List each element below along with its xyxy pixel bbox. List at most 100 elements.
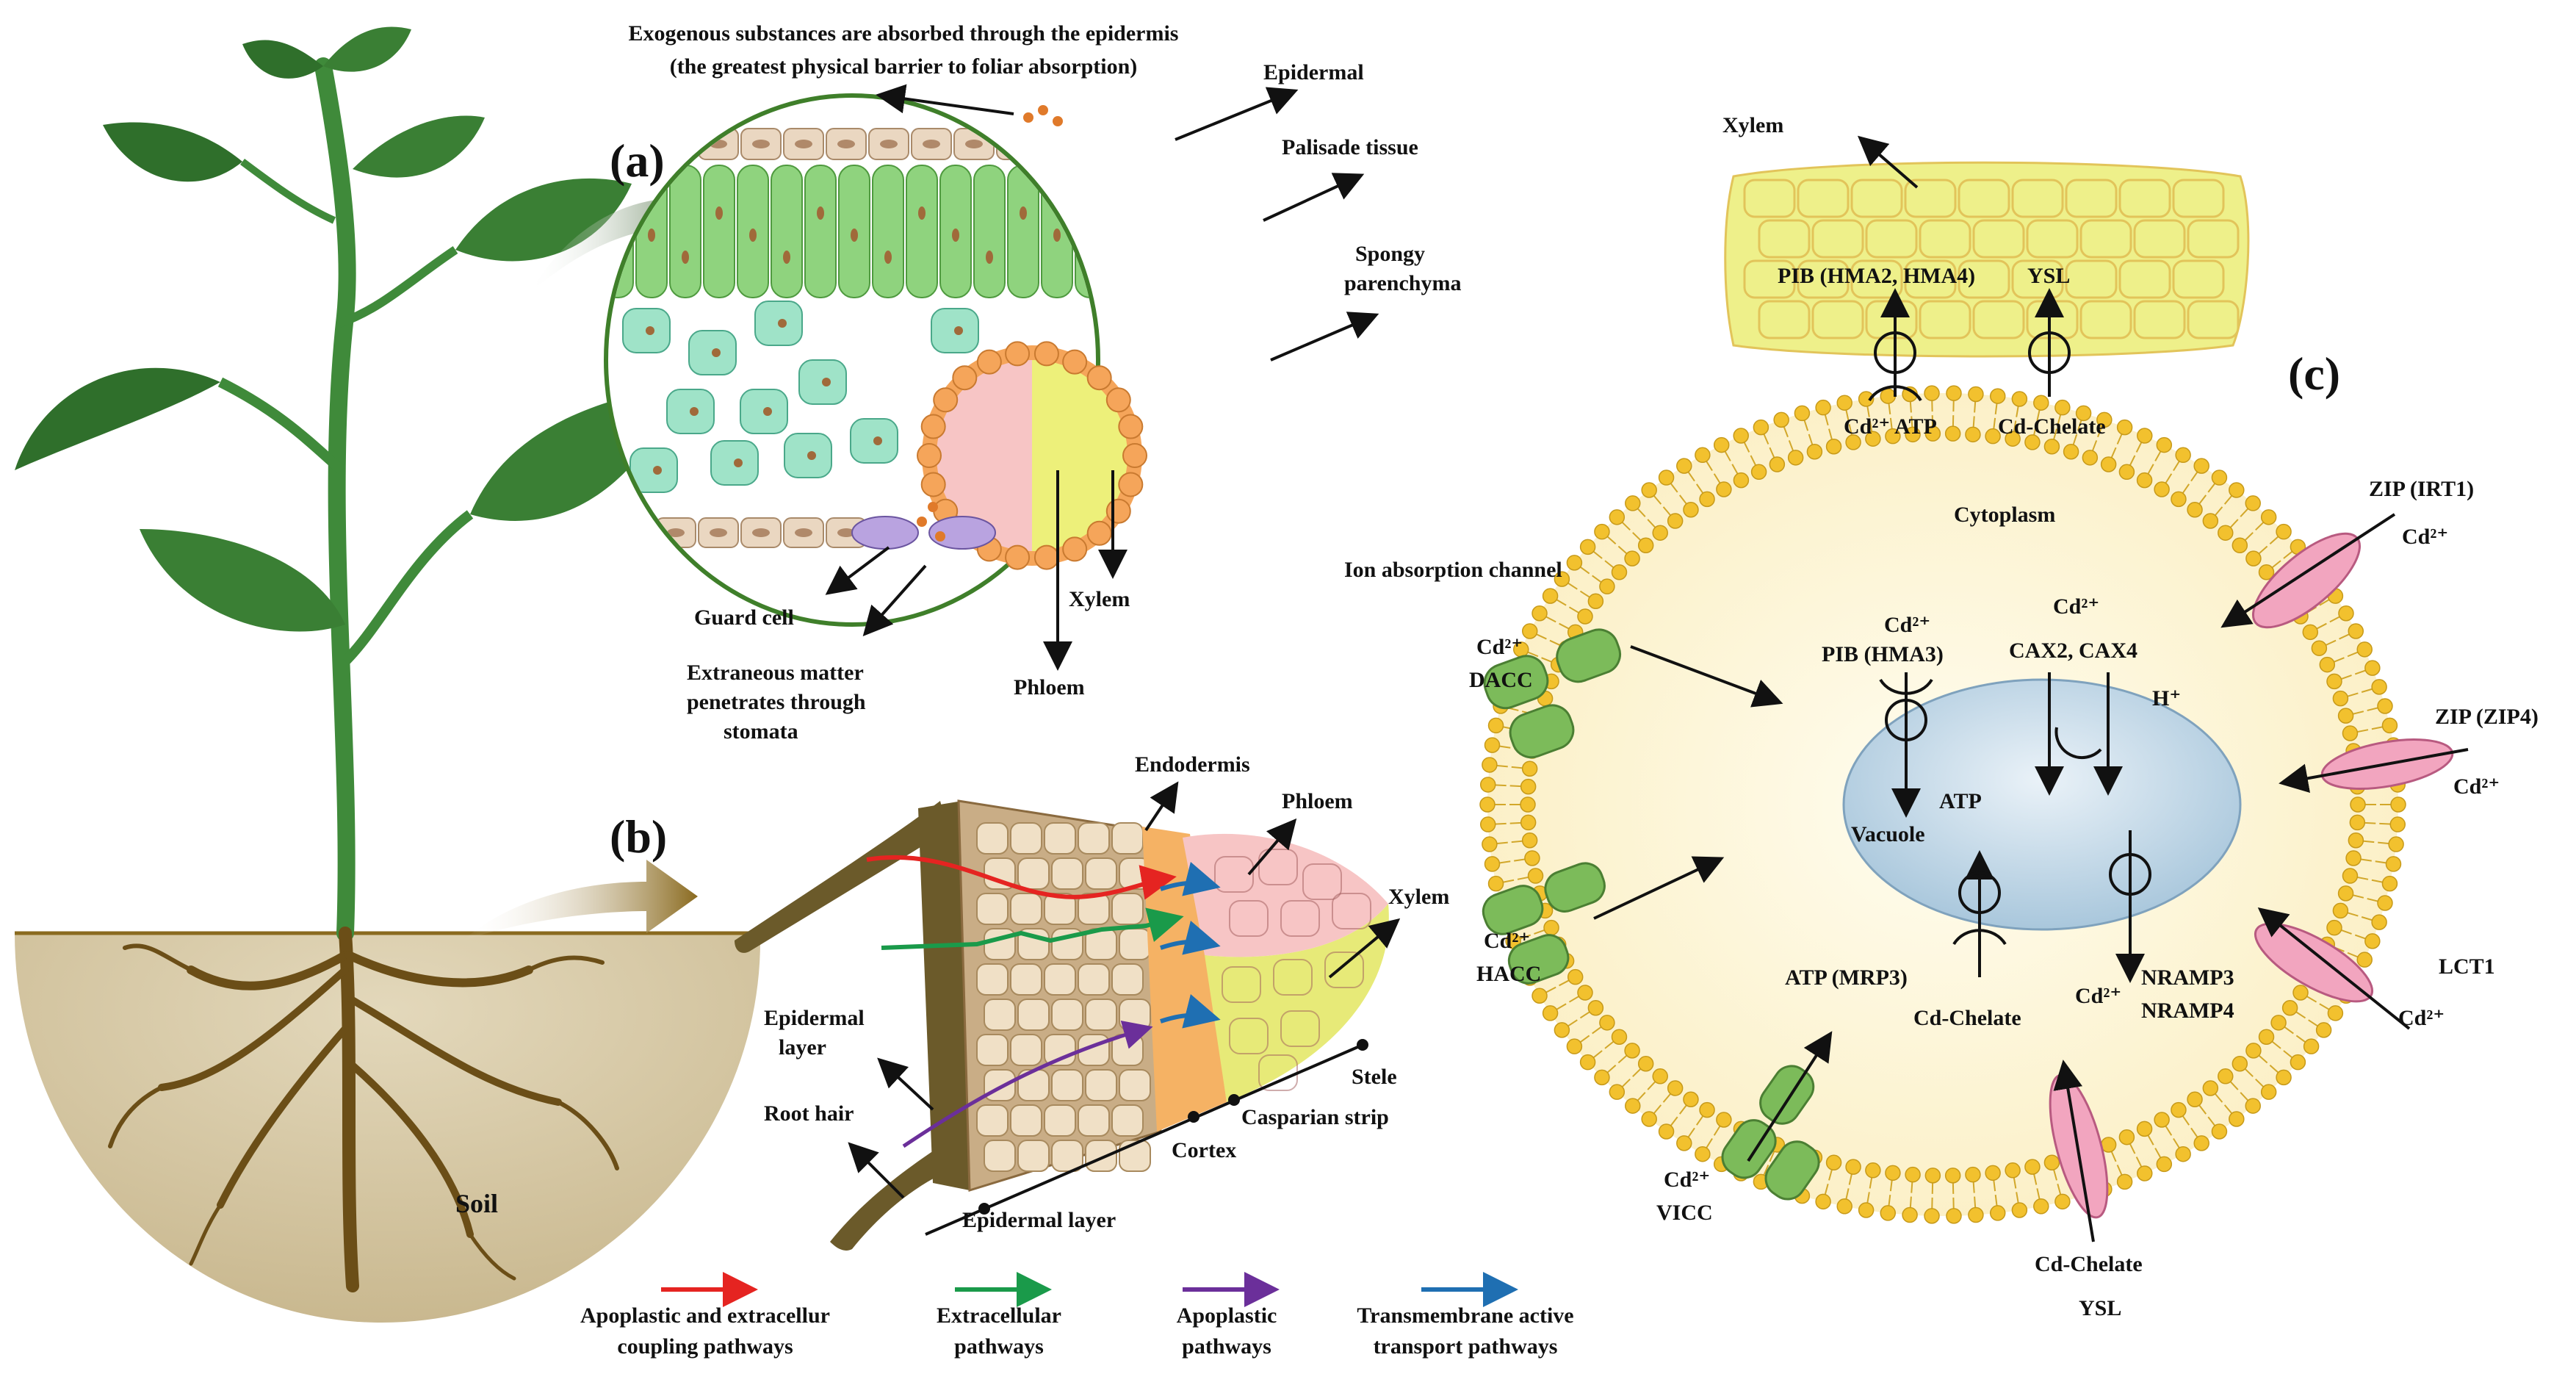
ion-channels — [1482, 628, 1820, 1201]
label-epidermal-layer-1: Epidermal — [764, 1006, 865, 1030]
dacc-channel — [1483, 628, 1621, 759]
label-dacc-cd: Cd²⁺ — [1476, 635, 1523, 659]
label-extraneous-3: stomata — [724, 719, 798, 744]
plant-leaf — [103, 122, 242, 182]
root-scale-line — [925, 1042, 1367, 1236]
label-vicc-cd: Cd²⁺ — [1664, 1168, 1710, 1192]
legend-label-line1: Extracellular — [937, 1303, 1061, 1328]
xylem-block — [1724, 161, 2250, 358]
label-vacuole: Vacuole — [1851, 822, 1925, 846]
label-cax-cd: Cd²⁺ — [2053, 594, 2099, 619]
guard-cell — [928, 516, 996, 550]
label-pib-hma3: PIB (HMA3) — [1822, 642, 1944, 666]
label-leaf-xylem: Xylem — [1069, 587, 1130, 611]
legend-label-line2: coupling pathways — [617, 1334, 793, 1359]
root-cross-section — [735, 799, 1389, 1251]
legend-label-line1: Transmembrane active — [1357, 1303, 1573, 1328]
label-ysl-top: YSL — [2027, 264, 2070, 288]
label-endodermis: Endodermis — [1135, 752, 1250, 777]
label-extraneous-2: penetrates through — [687, 690, 866, 714]
panel-label-a: (a) — [610, 134, 665, 187]
legend-label-line2: pathways — [954, 1334, 1044, 1359]
label-cortex: Cortex — [1172, 1138, 1236, 1162]
label-leaf-phloem: Phloem — [1014, 675, 1085, 699]
label-lct1: LCT1 — [2439, 954, 2495, 979]
label-vicc: VICC — [1656, 1201, 1713, 1225]
root-stele-xylem — [1205, 904, 1389, 1102]
legend-label-line1: Apoplastic — [1177, 1303, 1277, 1328]
root-hair — [735, 801, 948, 953]
label-h-plus: H⁺ — [2152, 686, 2181, 711]
hacc-channel — [1482, 862, 1606, 985]
label-cytoplasm: Cytoplasm — [1954, 503, 2055, 527]
leaf-caption-2: (the greatest physical barrier to foliar… — [670, 54, 1138, 79]
label-lct1-cd: Cd²⁺ — [2398, 1006, 2445, 1030]
leaf-caption-1: Exogenous substances are absorbed throug… — [629, 21, 1179, 46]
label-cd-chelate-top: Cd-Chelate — [1998, 414, 2106, 439]
label-zip-irt1-cd: Cd²⁺ — [2402, 525, 2448, 549]
legend-label-line2: pathways — [1182, 1334, 1271, 1359]
label-spongy-1: Spongy — [1355, 242, 1425, 266]
label-ion-channel: Ion absorption channel — [1344, 558, 1562, 582]
label-zip-zip4-cd: Cd²⁺ — [2453, 774, 2500, 799]
plant-leaf — [140, 529, 345, 632]
label-nramp-cd: Cd²⁺ — [2075, 984, 2121, 1008]
plant-leaf — [15, 367, 220, 470]
label-guard-cell: Guard cell — [694, 605, 794, 630]
label-cax: CAX2, CAX4 — [2009, 639, 2137, 663]
label-extraneous-1: Extraneous matter — [687, 661, 864, 685]
plant-leaf — [455, 178, 632, 262]
palisade-layer — [608, 165, 1096, 298]
plant-leaf — [242, 40, 323, 79]
panel-label-c: (c) — [2288, 348, 2340, 400]
label-nramp3: NRAMP3 — [2141, 965, 2234, 990]
label-hacc-cd: Cd²⁺ — [1484, 929, 1530, 953]
legend-label-line2: transport pathways — [1374, 1334, 1558, 1359]
label-atp-mrp3: ATP (MRP3) — [1785, 965, 1908, 990]
plant-roots — [108, 927, 619, 1292]
label-epidermal-layer-2: layer — [779, 1035, 826, 1060]
root-endodermis — [1142, 827, 1227, 1132]
label-palisade: Palisade tissue — [1282, 135, 1418, 159]
panel-label-b: (b) — [610, 810, 667, 863]
label-zip-irt1: ZIP (IRT1) — [2369, 477, 2474, 501]
vacuole — [1842, 678, 2242, 931]
label-hacc: HACC — [1476, 962, 1541, 986]
label-stele: Stele — [1352, 1065, 1397, 1089]
label-atp: ATP — [1939, 789, 1982, 813]
root-epidermal-strip — [918, 801, 970, 1190]
vicc-channel — [1721, 1065, 1820, 1201]
label-spongy-2: parenchyma — [1344, 271, 1461, 295]
plant-illustration: Soil — [15, 26, 761, 1323]
spongy-layer — [622, 301, 979, 493]
label-nramp4: NRAMP4 — [2141, 999, 2234, 1023]
vascular-bundle — [917, 341, 1147, 570]
root-hair — [830, 1146, 955, 1251]
plant-leaf — [323, 26, 411, 72]
arrow-to-root — [463, 860, 698, 940]
legend-label-line1: Apoplastic and extracellur — [580, 1303, 830, 1328]
label-zip-zip4: ZIP (ZIP4) — [2435, 705, 2539, 729]
guard-cell — [851, 516, 919, 550]
label-cd-chelate-mid: Cd-Chelate — [1913, 1006, 2021, 1030]
plant-leaf — [353, 115, 485, 178]
cell-xylem-label: Xylem — [1722, 113, 1783, 137]
label-cd-atp: Cd²⁺ ATP — [1844, 414, 1937, 439]
label-root-hair: Root hair — [764, 1101, 854, 1126]
label-ysl-bottom: YSL — [2079, 1296, 2121, 1320]
label-root-xylem: Xylem — [1388, 885, 1449, 909]
pathway-legend: Apoplastic and extracellur coupling pathw… — [580, 1272, 1574, 1359]
leaf-cross-section — [604, 93, 1147, 627]
label-epidermal-layer-bottom: Epidermal layer — [962, 1208, 1116, 1232]
exogenous-particles — [917, 105, 1063, 542]
label-pib-hma: PIB (HMA2, HMA4) — [1778, 264, 1975, 288]
label-hma3-cd: Cd²⁺ — [1884, 613, 1930, 637]
label-root-phloem: Phloem — [1282, 789, 1353, 813]
plant-stem — [314, 57, 356, 942]
soil-label: Soil — [455, 1189, 498, 1218]
soil-mound — [15, 933, 761, 1323]
label-casparian: Casparian strip — [1241, 1105, 1389, 1129]
label-epidermal: Epidermal — [1263, 60, 1364, 84]
lct1-transporter — [2254, 922, 2374, 1003]
